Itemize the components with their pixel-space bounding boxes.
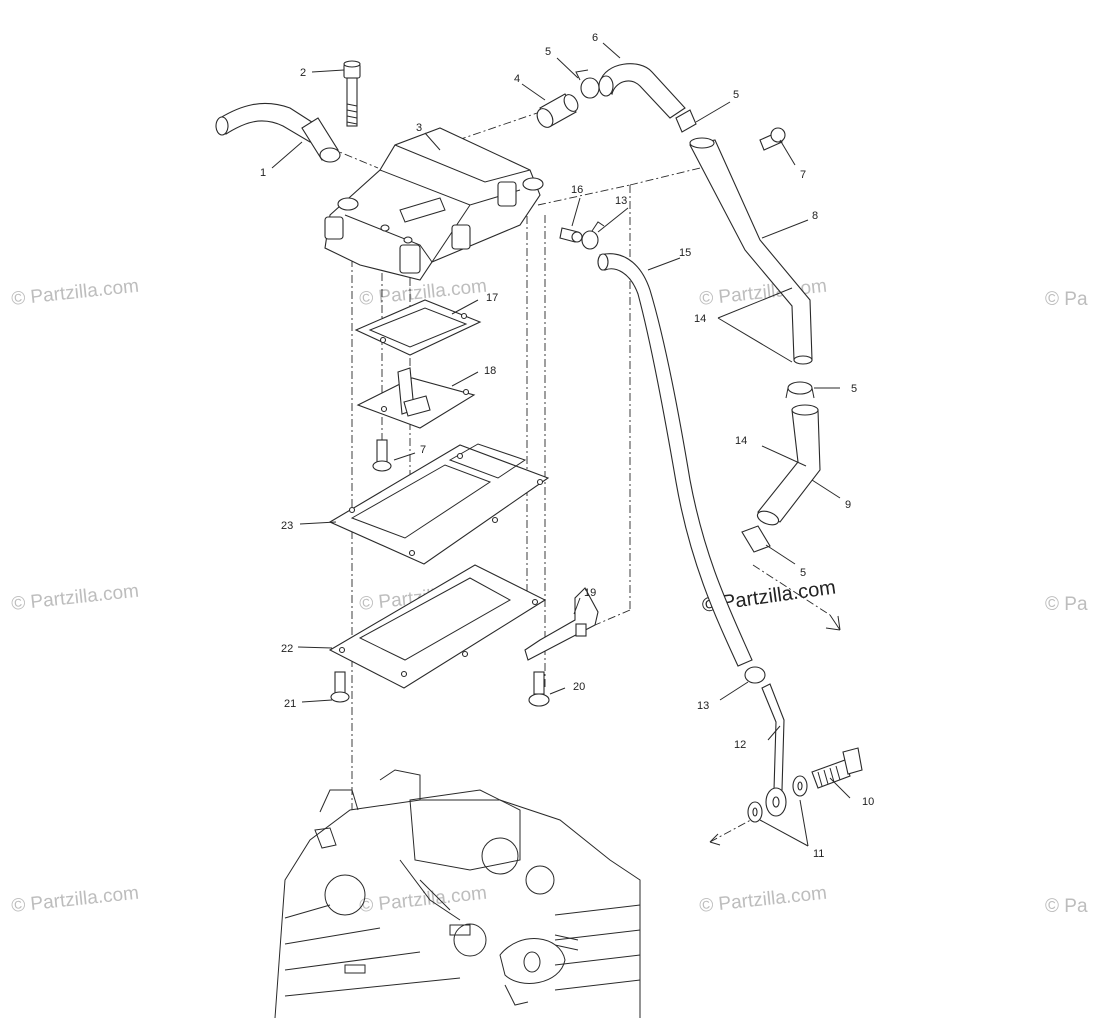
watermark: © Partzilla.com (10, 883, 140, 917)
callout-9: 9 (845, 499, 851, 511)
part-7-screw-right (759, 127, 786, 151)
callout-14: 14 (694, 313, 706, 325)
callout-10: 10 (862, 796, 874, 808)
watermark-partial: © Pa (1045, 594, 1088, 615)
arrows (709, 614, 841, 846)
part-13-clamp-bottom (744, 666, 766, 684)
callout-6: 6 (592, 32, 598, 44)
part-3-cover-housing (324, 127, 544, 281)
callouts: 1 2 3 4 5 5 5 5 6 7 7 8 9 10 11 12 13 13… (260, 32, 874, 860)
callout-4: 4 (514, 73, 520, 85)
part-5-clamp-middle-right (785, 381, 815, 399)
callout-7: 7 (420, 444, 426, 456)
watermark: © Partzilla.com (358, 883, 488, 917)
callout-1: 1 (260, 167, 266, 179)
callout-18: 18 (484, 365, 496, 377)
watermark: © Partzilla.com (10, 276, 140, 310)
watermark-partial: © Pa (1045, 289, 1088, 310)
part-7-screw-left (372, 439, 392, 472)
part-5-clamp-upper-right (675, 109, 697, 133)
callout-12: 12 (734, 739, 746, 751)
part-23-gasket (328, 443, 550, 565)
callout-23: 23 (281, 520, 293, 532)
part-13-clamp-top (581, 221, 605, 250)
part-20-screw (528, 671, 550, 707)
part-5-clamp-top (575, 69, 600, 99)
callout-22: 22 (281, 643, 293, 655)
part-16-fitting (559, 227, 583, 243)
part-2-bolt (343, 60, 361, 127)
callout-15: 15 (679, 247, 691, 259)
part-12-banjo-pipe (761, 683, 787, 817)
callout-5: 5 (733, 89, 739, 101)
part-8-pipe (689, 137, 813, 365)
watermarks: © Partzilla.com © Partzilla.com © Partzi… (10, 276, 1088, 917)
callout-3: 3 (416, 122, 422, 134)
callout-17: 17 (486, 292, 498, 304)
callout-7: 7 (800, 169, 806, 181)
leader-lines (271, 42, 851, 847)
part-11-washers (747, 775, 808, 823)
part-6-elbow-hose (598, 63, 686, 119)
part-9-bent-hose (756, 404, 821, 526)
callout-8: 8 (812, 210, 818, 222)
part-15-long-hose (597, 253, 753, 667)
part-1-elbow-tube (215, 102, 341, 163)
part-4-sleeve (536, 93, 579, 128)
callout-11: 11 (813, 848, 824, 860)
part-19-bracket (524, 587, 599, 661)
watermark: © Partzilla.com (10, 581, 140, 615)
callout-5: 5 (800, 567, 806, 579)
callout-20: 20 (573, 681, 585, 693)
callout-2: 2 (300, 67, 306, 79)
part-17-gasket (354, 299, 482, 356)
watermark: © Partzilla.com (698, 883, 828, 917)
part-21-screw (330, 671, 350, 703)
callout-5: 5 (545, 46, 551, 58)
part-22-base-gasket (328, 564, 547, 689)
callout-13: 13 (615, 195, 627, 207)
engine-cylinder-head (274, 769, 641, 1019)
watermark-partial: © Pa (1045, 896, 1088, 917)
callout-13: 13 (697, 700, 709, 712)
callout-5: 5 (851, 383, 857, 395)
callout-19: 19 (584, 587, 596, 599)
callout-14: 14 (735, 435, 747, 447)
part-5-clamp-lower-right (741, 525, 771, 553)
callout-21: 21 (284, 698, 296, 710)
part-18-reed-plate (356, 367, 476, 429)
callout-16: 16 (571, 184, 583, 196)
part-10-bolt (811, 747, 863, 789)
